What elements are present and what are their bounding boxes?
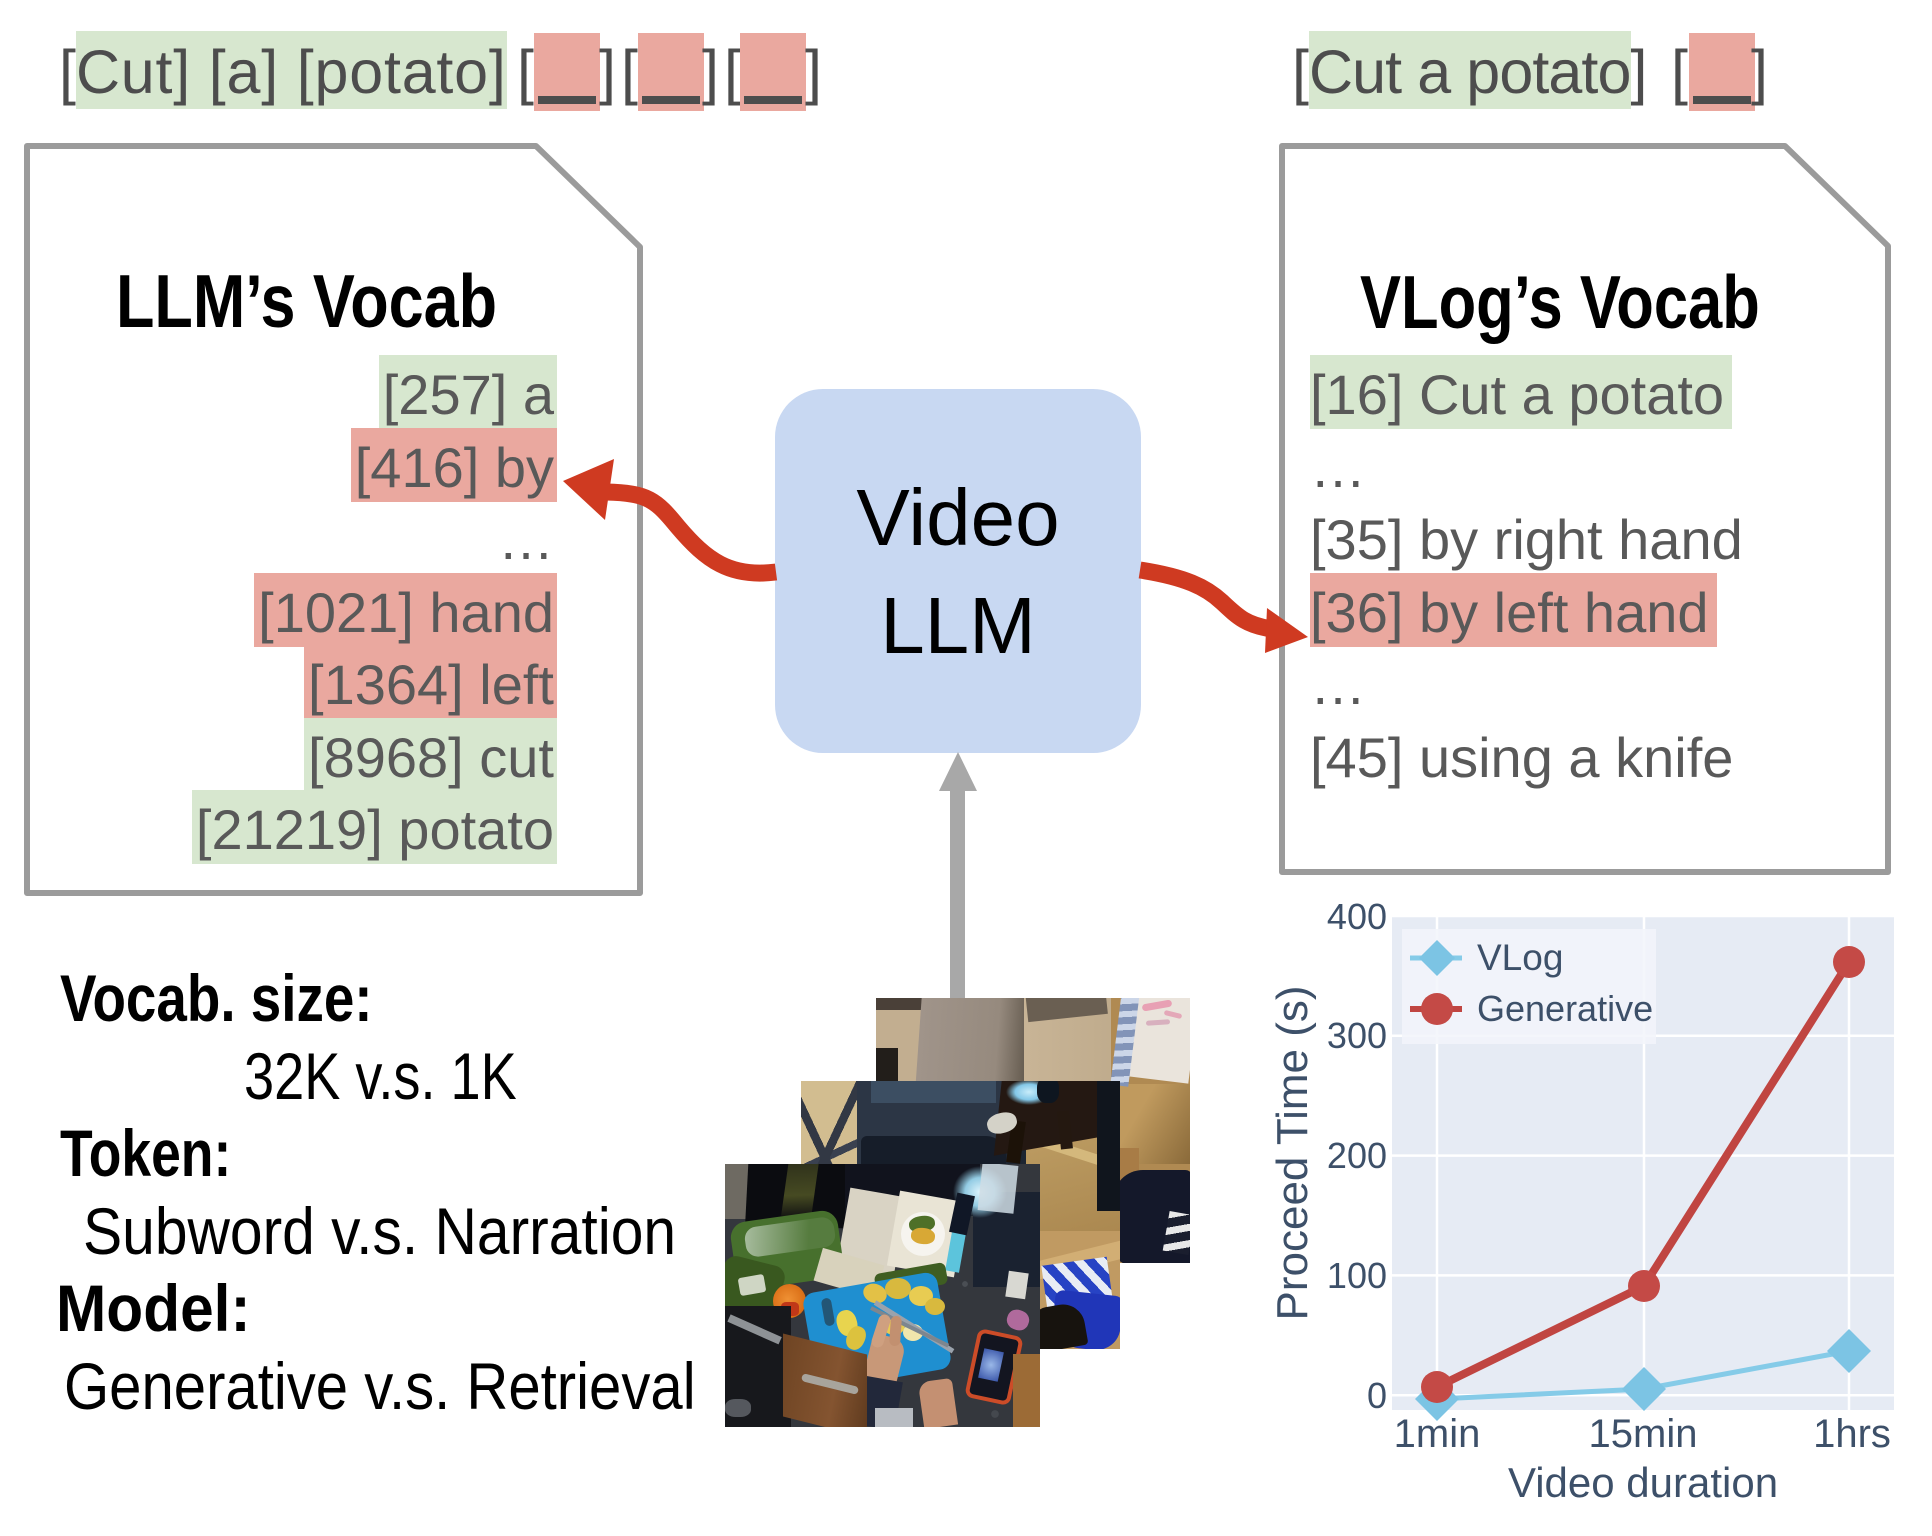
svg-text:0: 0: [1367, 1375, 1387, 1416]
svg-text:1hrs: 1hrs: [1813, 1412, 1891, 1456]
svg-text:300: 300: [1327, 1015, 1387, 1056]
svg-text:Proceed Time (s): Proceed Time (s): [1268, 986, 1317, 1321]
svg-text:200: 200: [1327, 1135, 1387, 1176]
svg-text:100: 100: [1327, 1255, 1387, 1296]
svg-text:Generative: Generative: [1477, 988, 1653, 1029]
svg-text:Video duration: Video duration: [1508, 1459, 1778, 1506]
svg-text:VLog: VLog: [1477, 937, 1563, 978]
svg-text:400: 400: [1327, 896, 1387, 937]
svg-text:1min: 1min: [1394, 1412, 1481, 1456]
svg-text:15min: 15min: [1589, 1412, 1698, 1456]
